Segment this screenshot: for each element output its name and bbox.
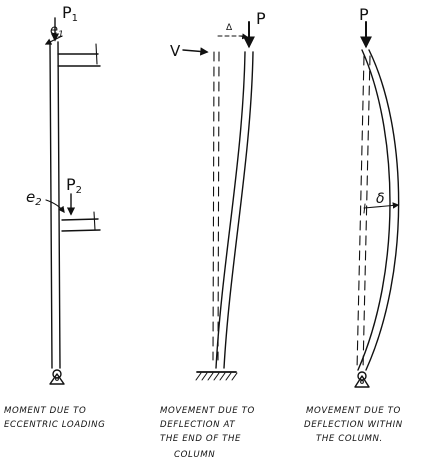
- left-caption-line-1: MOMENT DUE TO: [4, 406, 86, 416]
- right-p-label: P: [359, 5, 369, 24]
- right-caption: MOVEMENT DUE TO DEFLECTION WITHIN THE CO…: [304, 406, 403, 444]
- within-deflection-column: P δ: [354, 5, 400, 388]
- right-caption-line-3: THE COLUMN.: [316, 434, 383, 444]
- right-bowed-column-left: [357, 49, 391, 371]
- small-delta-label: δ: [376, 191, 385, 207]
- v-force-arrow: [182, 47, 209, 56]
- lower-bracket: [61, 211, 101, 232]
- middle-caption-line-4: COLUMN: [174, 450, 215, 460]
- middle-p-label: P: [256, 9, 266, 28]
- end-deflection-column: P Δ V: [170, 9, 266, 381]
- left-caption-line-2: ECCENTRIC LOADING: [4, 420, 105, 430]
- right-bowed-column-right: [365, 49, 400, 371]
- middle-deflected-column-left: [215, 51, 246, 369]
- right-caption-line-2: DEFLECTION WITHIN: [304, 420, 403, 430]
- middle-original-position-dashed: [212, 51, 215, 361]
- middle-deflected-column-right: [223, 51, 254, 369]
- e2-dimension-arrow: [45, 199, 65, 214]
- right-caption-line-1: MOVEMENT DUE TO: [306, 406, 401, 416]
- right-original-position-dashed: [356, 55, 365, 371]
- p2-label: P2: [66, 175, 82, 196]
- v-label: V: [170, 42, 181, 60]
- e1-dimension-arrow: [44, 35, 63, 45]
- p1-label: P1: [62, 3, 78, 24]
- middle-original-position-dashed-2: [217, 51, 220, 361]
- delta-label: Δ: [226, 23, 233, 33]
- small-delta-tick: [363, 203, 366, 214]
- middle-caption-line-3: THE END OF THE: [160, 434, 241, 444]
- middle-fixed-base: [195, 371, 238, 381]
- right-pin-support: [354, 371, 370, 388]
- left-pin-support: [49, 369, 65, 385]
- middle-caption-line-1: MOVEMENT DUE TO: [160, 406, 255, 416]
- delta-arrow: [239, 33, 249, 40]
- middle-caption: MOVEMENT DUE TO DEFLECTION AT THE END OF…: [160, 406, 255, 460]
- left-caption: MOMENT DUE TO ECCENTRIC LOADING: [4, 406, 105, 430]
- top-bracket: [57, 43, 101, 67]
- middle-caption-line-2: DEFLECTION AT: [160, 420, 235, 430]
- e2-label: e2: [26, 188, 42, 208]
- left-column-edge-outer: [49, 41, 53, 369]
- eccentric-loading-column: P1 e1 P2 e2: [26, 3, 101, 385]
- e1-label: e1: [50, 23, 64, 40]
- left-column-edge-inner: [57, 41, 61, 369]
- small-delta-arrow: [363, 202, 400, 209]
- right-original-position-dashed-2: [362, 55, 371, 371]
